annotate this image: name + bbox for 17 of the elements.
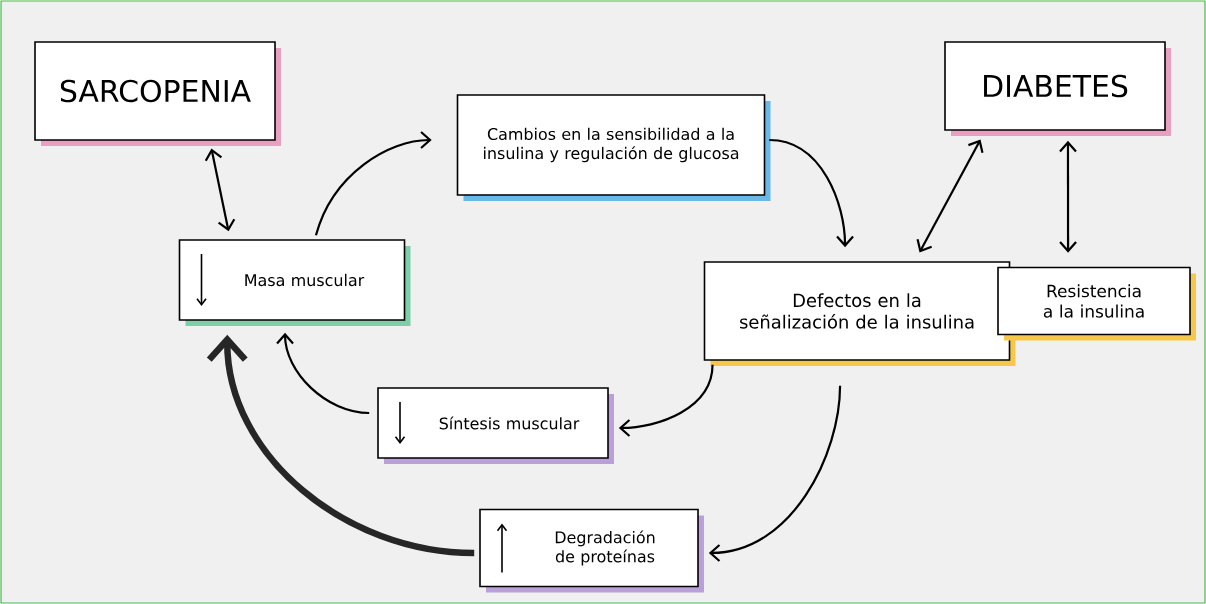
arrow — [276, 332, 370, 415]
arrow — [314, 131, 432, 236]
arrow — [916, 139, 984, 253]
arrow — [206, 334, 475, 557]
process-box: Resistencia a la insulina — [997, 266, 1196, 341]
arrow — [708, 385, 842, 562]
title-box: SARCOPENIA — [34, 41, 281, 146]
arrow — [618, 364, 714, 437]
arrow — [204, 148, 236, 232]
process-box: Defectos en la señalización de la insulina — [703, 261, 1016, 366]
process-box: Masa muscular — [178, 239, 411, 326]
arrow — [769, 138, 854, 248]
process-box: Degradación de proteínas — [479, 508, 704, 593]
arrow — [1059, 140, 1077, 253]
process-box: Síntesis muscular — [377, 387, 614, 464]
process-box: Cambios en la sensibilidad a la insulina y regulación de glucosa — [456, 94, 771, 201]
title-box: DIABETES — [944, 41, 1171, 136]
